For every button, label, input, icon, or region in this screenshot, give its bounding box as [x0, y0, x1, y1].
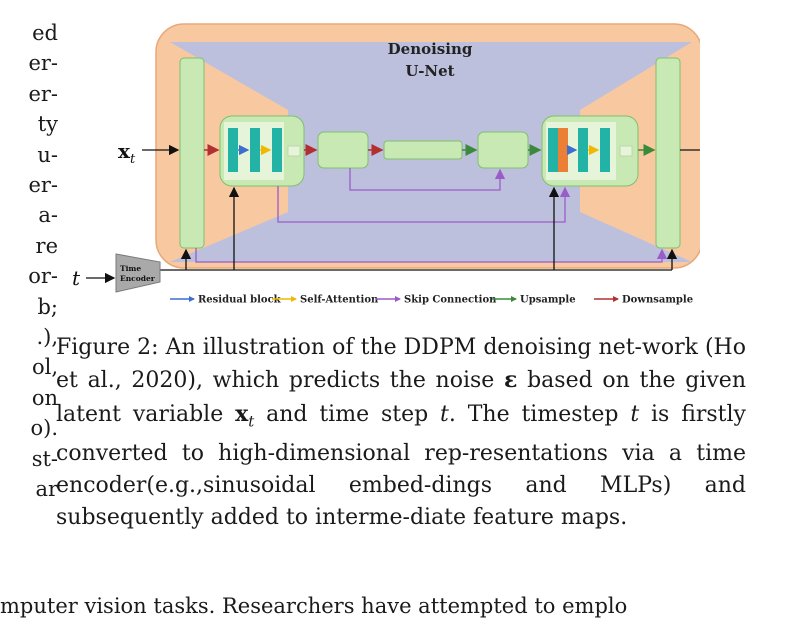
left-fragment-line: ty: [37, 112, 58, 137]
left-fragment-line: st-: [31, 446, 58, 471]
figure-caption: Figure 2: An illustration of the DDPM de…: [56, 335, 746, 531]
legend-swatch-head: [511, 296, 517, 302]
legend-swatch-head: [613, 296, 619, 302]
left-fragment-line: ar: [35, 477, 58, 502]
bottleneck-block: [383, 140, 463, 160]
left-fragment-line: er-: [28, 51, 58, 76]
left-fragment-line: or-: [28, 264, 58, 289]
left-fragment-line: b;: [37, 294, 58, 319]
legend-label: Residual block: [198, 295, 282, 306]
skip-connection-mid: [277, 186, 571, 223]
skip-connection-inner: [349, 168, 506, 191]
legend-swatch-head: [395, 296, 401, 302]
down-small-cell: [287, 145, 301, 157]
left-fragment-line: er-: [28, 81, 58, 106]
left-fragment-line: re: [35, 233, 58, 258]
left-fragment-line: ol,: [31, 355, 58, 380]
left-fragment-line: u-: [37, 142, 58, 167]
left-column-fragments: ed er-er-ty u-er-a-re or-b;.), ol, on o). st-ar: [0, 18, 58, 505]
legend-swatch-head: [189, 296, 195, 302]
down-res-bar-1: [228, 128, 238, 172]
left-fragment-line: ed: [32, 21, 58, 45]
time-label-t: t: [72, 266, 81, 290]
up-res-bar-2: [578, 128, 588, 172]
legend-label: Upsample: [520, 295, 576, 306]
input-conv-block: [179, 57, 205, 249]
left-fragment-line: .),: [36, 325, 58, 350]
up-concat-bar: [558, 128, 568, 172]
time-encoder-label-1: Time: [120, 264, 141, 273]
input-label-xt: xt: [118, 139, 136, 167]
unet-title-line2: U-Net: [405, 62, 454, 80]
legend-label: Skip Connection: [404, 295, 497, 306]
down-res-bar-3: [272, 128, 282, 172]
time-encoder-label-2: Encoder: [120, 274, 156, 283]
left-fragment-line: er-: [28, 173, 58, 198]
legend: Residual block Self-Attention Skip Connect…: [170, 295, 693, 306]
left-fragment-line: on: [31, 385, 58, 410]
ddpm-unet-diagram: Denoising U-Net Time Encoder xt: [72, 23, 700, 306]
legend-label: Self-Attention: [300, 295, 379, 306]
output-conv-block: [655, 57, 681, 249]
up-res-bar-3: [600, 128, 610, 172]
skip-connection-outer: [195, 248, 668, 263]
up-res-bar-1: [548, 128, 558, 172]
left-fragment-line: o).: [30, 416, 58, 441]
left-fragment-line: a-: [38, 203, 58, 228]
unet-title-line1: Denoising: [388, 40, 473, 58]
down-block-2: [317, 131, 369, 169]
time-encoder: [115, 253, 161, 293]
legend-swatch-head: [291, 296, 297, 302]
up-block-2: [477, 131, 529, 169]
next-paragraph-fragment: mputer vision tasks. Researchers have at…: [0, 594, 628, 618]
legend-label: Downsample: [622, 295, 693, 306]
up-small-cell: [619, 145, 633, 157]
down-res-bar-2: [250, 128, 260, 172]
